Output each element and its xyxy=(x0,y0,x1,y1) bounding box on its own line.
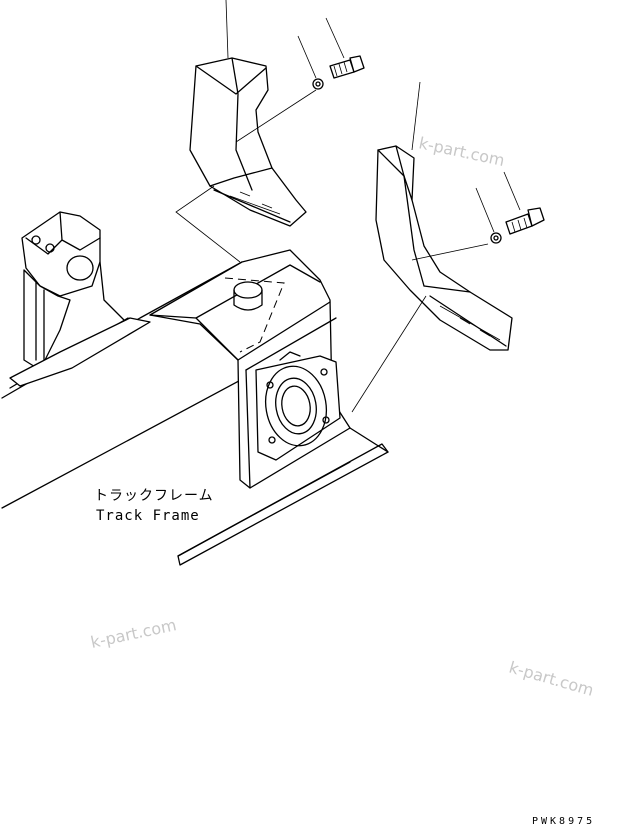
watermark-1: k-part.com xyxy=(417,133,506,170)
watermark-3: k-part.com xyxy=(507,658,596,700)
center-bracket xyxy=(149,249,351,489)
guard-right xyxy=(351,81,545,413)
left-bracket xyxy=(9,211,151,387)
track-frame-label-jp: トラックフレーム xyxy=(94,488,214,504)
track-frame-label-en: Track Frame xyxy=(96,508,200,524)
drawing-code: PWK8975 xyxy=(532,816,595,827)
guard-left xyxy=(175,0,365,263)
watermark-2: k-part.com xyxy=(89,615,178,652)
